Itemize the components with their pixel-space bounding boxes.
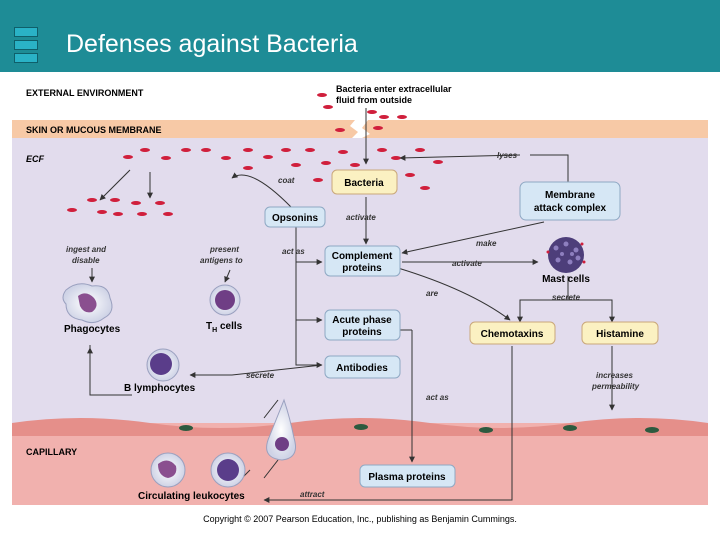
capillary-region [12,423,708,505]
mac-label-line2: attack complex [534,203,607,214]
chemotaxins-box-label: Chemotaxins [481,329,544,340]
opsonins-box-label: Opsonins [272,213,319,224]
slide-header: Defenses against Bacteria [0,0,720,72]
bacteria-box-label: Bacteria [344,178,384,189]
antibodies-box [324,355,401,379]
coat-label: coat [278,176,295,185]
opsonins-box [264,206,326,228]
increases-label-line2: permeability [591,382,640,391]
complement-label-line2: proteins [342,263,382,274]
ecf-label: ECF [26,154,45,164]
circulating-leukocytes [150,452,246,488]
b-lymphocyte-cell [146,348,180,382]
mac-label-line1: Membrane [545,190,595,201]
acute-label-line2: proteins [342,327,382,338]
th-cells-label: TH cells [206,321,243,334]
ingest-label-line2: disable [72,256,100,265]
ingest-label-line1: ingest and [66,245,107,254]
increases-label-line1: increases [596,371,633,380]
plasma-proteins-box-label: Plasma proteins [368,472,446,483]
chemotaxins-box [469,321,556,345]
connector-lines [87,108,615,503]
slide-icon [14,27,38,65]
secrete-label-1: secrete [552,293,581,302]
membrane-attack-complex-box [519,181,621,221]
present-label-line1: present [209,245,239,254]
make-label: make [476,239,497,248]
phagocytes-label: Phagocytes [64,324,121,335]
histamine-box-label: Histamine [596,329,644,340]
bacteria-enter-note-line2: fluid from outside [336,95,412,105]
activate-label-2: activate [452,259,482,268]
endothelial-nuclei [179,424,659,433]
are-label: are [426,289,439,298]
bacteria-box [331,169,398,195]
mast-cell [546,237,586,273]
antibodies-box-label: Antibodies [336,363,388,374]
present-label-line2: antigens to [200,256,243,265]
acute-label-line1: Acute phase [332,315,392,326]
circulating-leukocytes-label: Circulating leukocytes [138,491,245,502]
activate-label-1: activate [346,213,376,222]
acute-phase-proteins-box [324,309,401,341]
th-cell [209,284,241,316]
complement-proteins-box [324,245,401,277]
plasma-proteins-box [359,464,456,488]
phagocyte-cell [62,283,113,324]
capillary-label: CAPILLARY [26,447,77,457]
act-as-label-1: act as [282,247,305,256]
bacteria-dots [67,93,443,216]
migrating-leukocyte [266,398,296,461]
mast-cells-label: Mast cells [542,274,590,285]
act-as-label-2: act as [426,393,449,402]
skin-membrane-label: SKIN OR MUCOUS MEMBRANE [26,125,162,135]
histamine-box [581,321,659,345]
copyright-footer: Copyright © 2007 Pearson Education, Inc.… [203,514,517,524]
external-environment-label: EXTERNAL ENVIRONMENT [26,88,144,98]
bacteria-enter-note-line1: Bacteria enter extracellular [336,84,452,94]
skin-breach [350,120,370,138]
complement-label-line1: Complement [332,251,393,262]
slide-title: Defenses against Bacteria [66,30,358,58]
b-lymphocytes-label: B lymphocytes [124,383,196,394]
external-environment-region [12,78,708,120]
lyses-label: lyses [497,151,518,160]
attract-label: attract [300,490,325,499]
secrete-label-2: secrete [246,371,275,380]
